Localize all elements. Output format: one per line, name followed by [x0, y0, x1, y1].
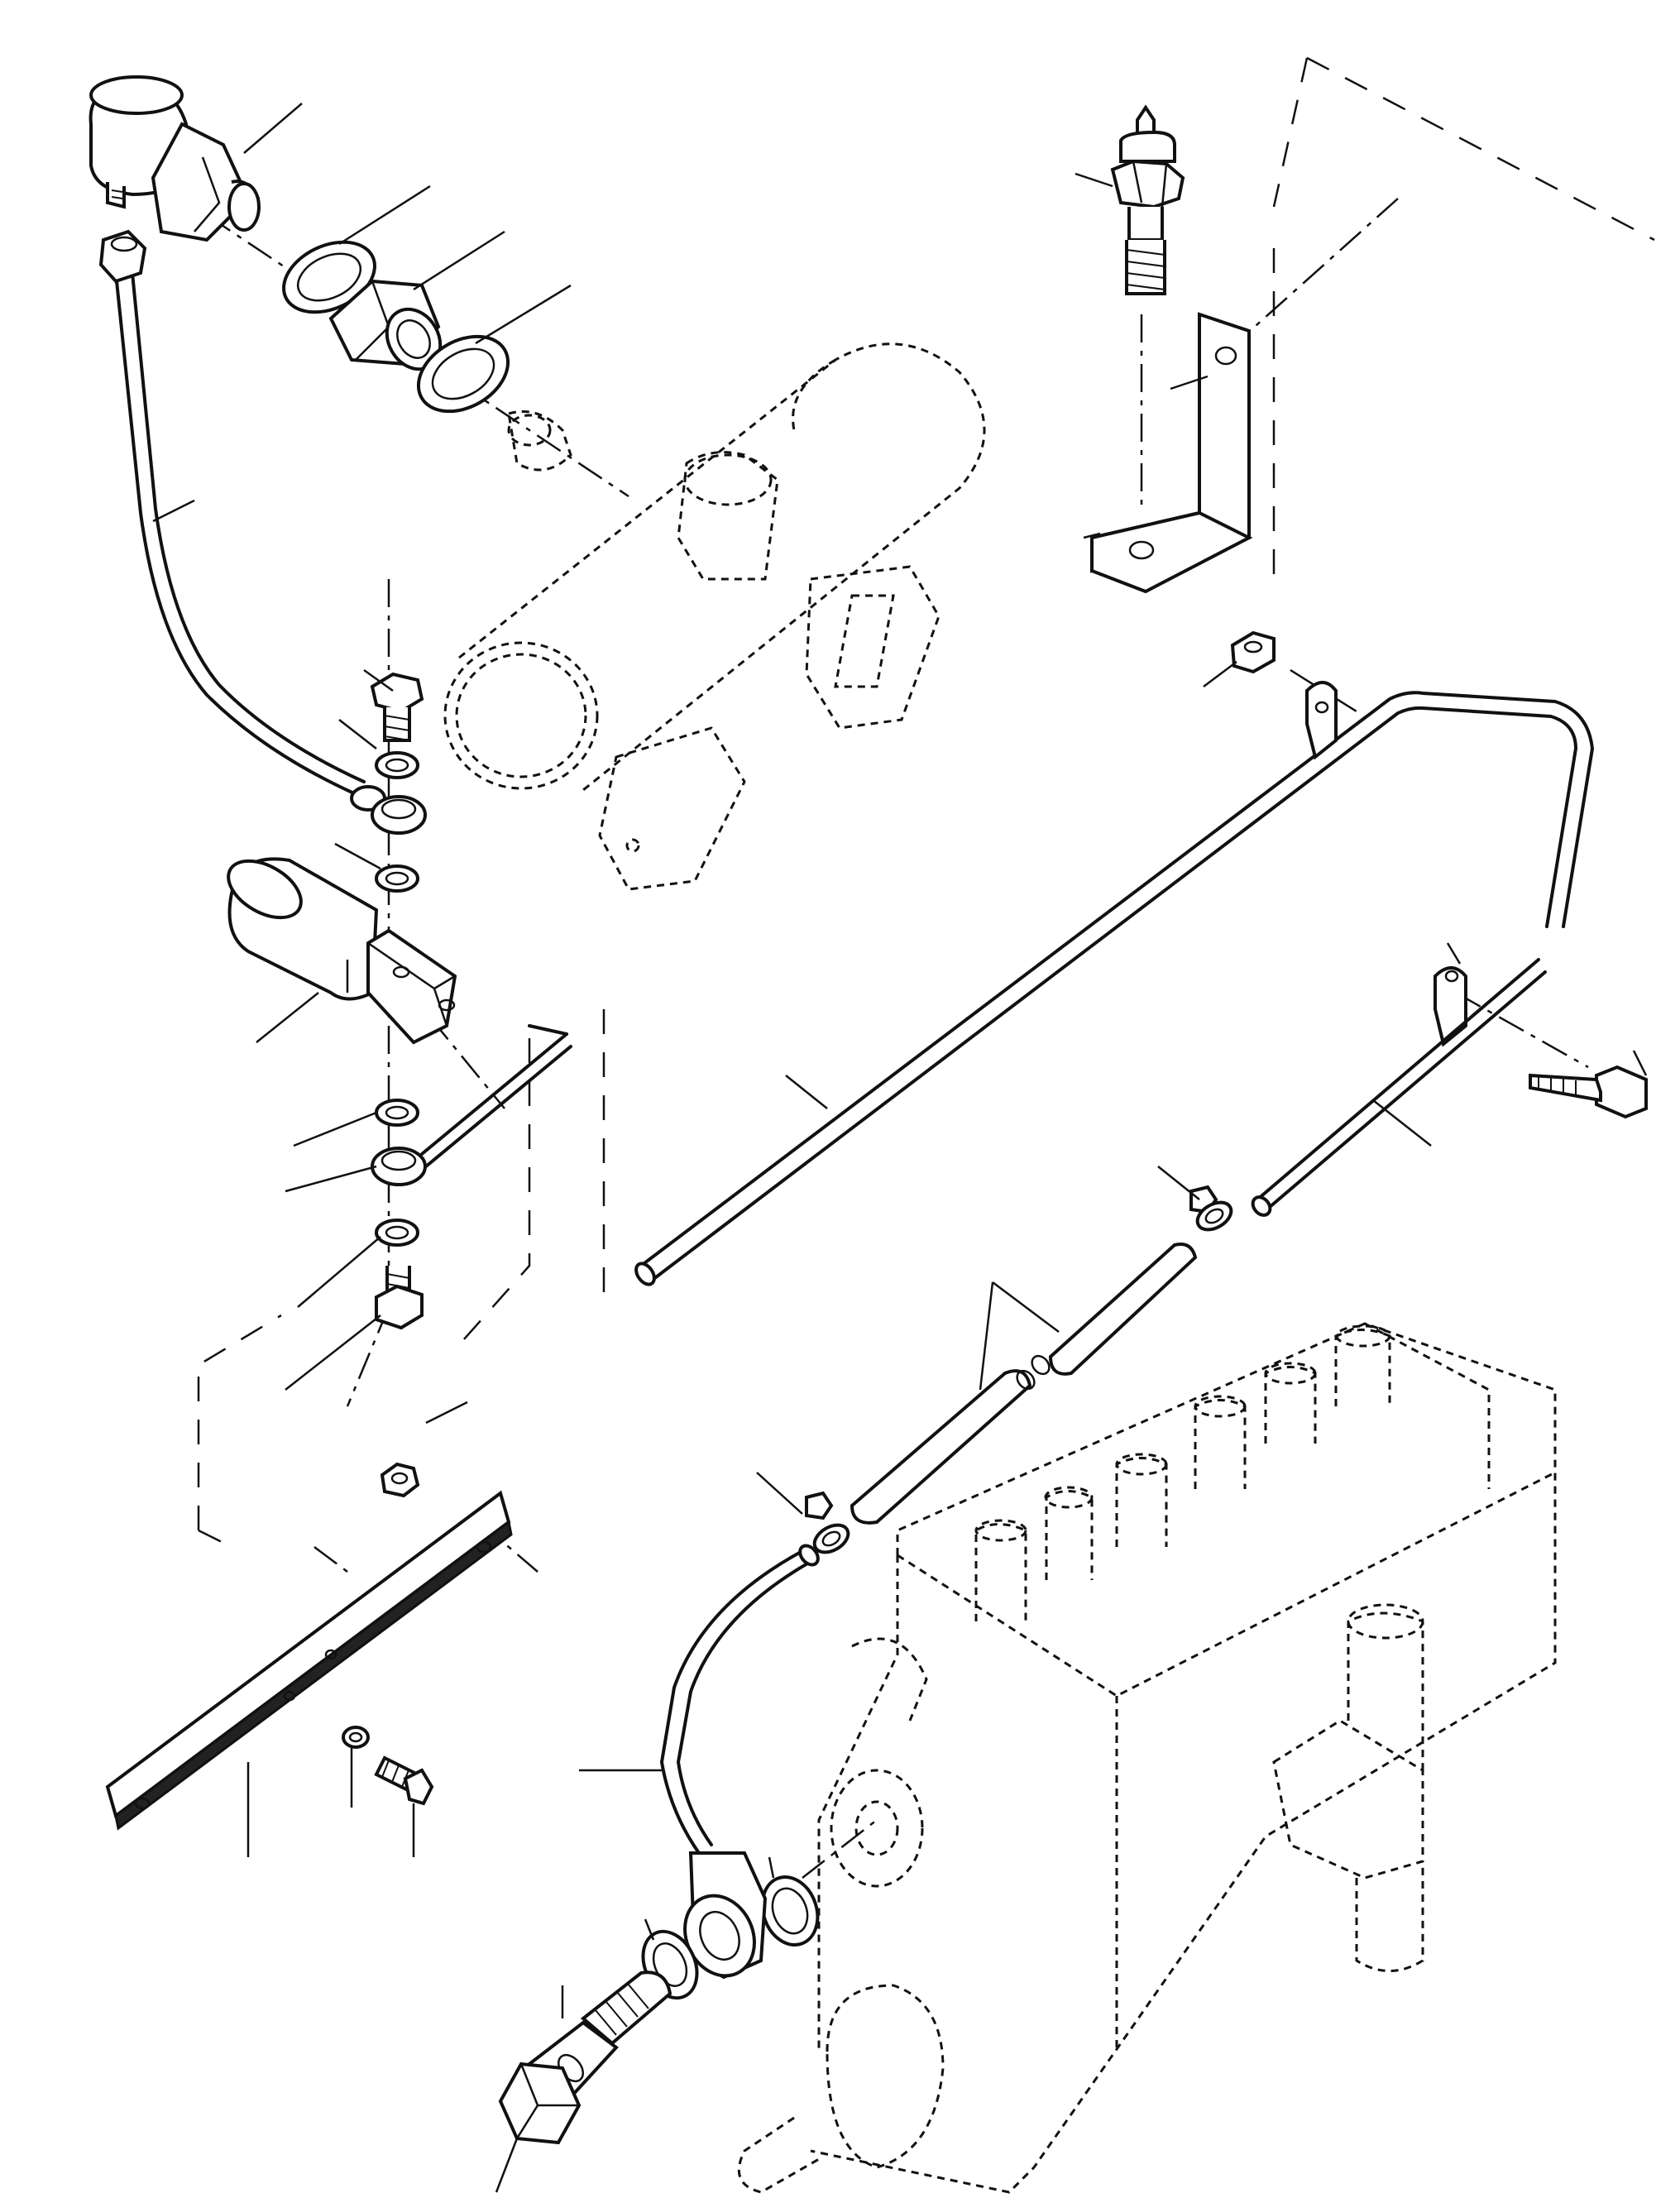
union-fitting-ghost	[507, 410, 572, 472]
temperature-sender	[1110, 104, 1185, 295]
oil-pressure-sender	[89, 75, 261, 242]
hex-bolt-right	[1529, 1065, 1648, 1119]
oil-pipe-lower	[660, 1544, 820, 1855]
banjo-bolt-middle	[375, 1266, 424, 1330]
sealing-washer-upper	[282, 240, 376, 314]
nut-plate	[380, 1462, 420, 1498]
washer-middle-lower	[375, 1219, 419, 1247]
oil-line-long	[634, 691, 1594, 1286]
banjo-fitting-middle	[371, 1024, 572, 1186]
pump-outlets-ghost	[974, 1324, 1391, 1621]
oil-line-lower	[1251, 958, 1547, 1217]
fuel-injection-pump-ghost	[737, 1322, 1557, 2194]
screw-plate	[374, 1755, 434, 1806]
support-clip	[1305, 681, 1467, 1047]
banjo-fitting-upper	[371, 795, 427, 835]
oil-filter-body	[227, 857, 457, 1045]
washer-plate	[342, 1726, 370, 1749]
banjo-bolt-upper	[370, 672, 424, 742]
banjo-fitting-pump	[683, 1851, 768, 1980]
washer-upper	[375, 751, 419, 779]
cylinder-head-ghost	[443, 342, 986, 891]
washer-middle	[375, 1099, 419, 1127]
sealing-washer-lower	[416, 334, 510, 414]
pipe-clamp-upper	[1189, 1185, 1233, 1232]
rubber-hose	[850, 1243, 1198, 1525]
nut-upper-right	[1230, 630, 1276, 674]
sealing-washer-pump	[760, 1875, 820, 1947]
pipe-clamp-lower	[805, 1491, 850, 1554]
hollow-bolt-pump	[498, 1971, 672, 2145]
mounting-bracket-l	[1090, 312, 1253, 594]
washer-lower-upper	[375, 864, 419, 893]
mounting-plate	[105, 1490, 513, 1831]
leader-lines	[152, 103, 1648, 2193]
